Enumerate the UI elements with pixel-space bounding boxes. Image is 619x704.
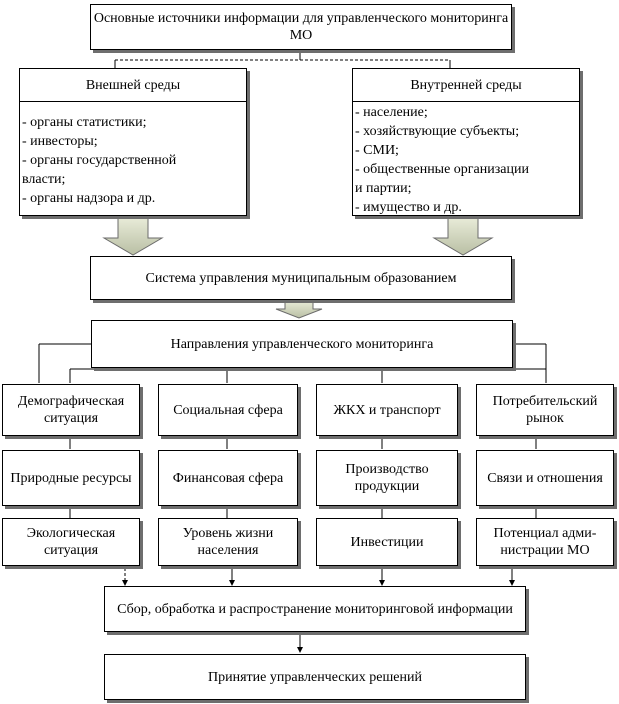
cell-investments: Инвестиции [316,518,458,566]
cell-demography: Демографическая ситуация [2,384,140,436]
cell-natural-resources: Природные ресурсы [2,450,140,506]
collect-box: Сбор, обработка и распространение монито… [104,586,526,632]
title-box: Основные источники информации для управл… [90,4,512,50]
arrow-external-to-system [102,217,164,256]
title-text: Основные источники информации для управл… [93,11,509,43]
list-item: - органы статистики; [22,115,147,130]
list-item: власти; [22,172,66,187]
cell-consumer-market: Потребительский рынок [476,384,614,436]
external-sources-box: Внешней среды - органы статистики; - инв… [19,68,247,216]
cell-social: Социальная сфера [158,384,298,436]
system-box: Система управления муниципальным образов… [90,256,512,300]
list-item: - органы надзора и др. [22,191,156,206]
cell-relations: Связи и отношения [476,450,614,506]
list-item: - СМИ; [355,143,399,158]
arrow-internal-to-system [432,217,494,256]
cell-housing-transport: ЖКХ и транспорт [316,384,458,436]
directions-box: Направления управленческого мониторинга [91,320,513,368]
cell-finance: Финансовая сфера [158,450,298,506]
cell-living-standard: Уровень жизни населения [158,518,298,566]
decisions-box: Принятие управленческих решений [104,654,526,700]
arrow-system-to-directions [275,300,323,319]
list-item: - имущество и др. [355,200,462,215]
cell-admin-potential: Потенциал адми-нистрации МО [476,518,614,566]
list-item: - хозяйствующие субъекты; [355,124,520,139]
list-item: - инвесторы; [22,134,98,149]
list-item: и партии; [355,181,412,196]
list-item: - общественные организации [355,162,529,177]
list-item: - население; [355,105,428,120]
list-item: - органы государственной [22,153,177,168]
external-header: Внешней среды [20,69,246,102]
internal-header: Внутренней среды [353,69,579,102]
cell-production: Производство продукции [316,450,458,506]
internal-sources-box: Внутренней среды - население; - хозяйств… [352,68,580,216]
external-list: - органы статистики; - инвесторы; - орга… [22,113,244,208]
cell-ecology: Экологическая ситуация [2,518,140,566]
internal-list: - население; - хозяйствующие субъекты; -… [355,103,577,217]
